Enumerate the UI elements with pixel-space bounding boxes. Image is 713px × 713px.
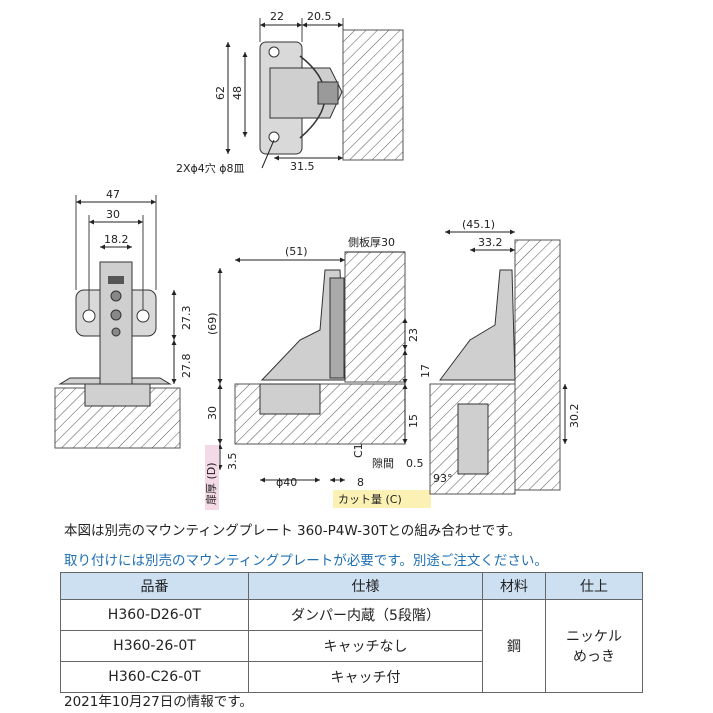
cabinet-wall-hatch: [342, 29, 404, 161]
dim-side-c1: C1: [352, 443, 365, 458]
side-panel-hatch: [514, 239, 561, 491]
dim-front-w3: 18.2: [104, 233, 129, 246]
combination-note: 本図は別売のマウンティングプレート 360-P4W-30Tとの組み合わせです。: [64, 523, 521, 539]
dim-top-h1: 62: [214, 86, 227, 100]
spec-cell: ダンパー内蔵（5段階）: [248, 599, 483, 631]
finish-cell: ニッケル めっき: [545, 599, 643, 693]
side-panel-hatch: [344, 251, 406, 383]
hinge-arm-closed: [260, 269, 346, 381]
dim-side-3-5: 3.5: [226, 453, 239, 471]
dim-open-h1: 30.2: [568, 404, 581, 429]
mounting-plate-notice: 取り付けには別売のマウンティングプレートが必要です。別途ご注文ください。: [64, 553, 548, 569]
finish-line-2: めっき: [573, 649, 615, 665]
screw-hole: [268, 46, 280, 58]
header-spec: 仕様: [248, 572, 483, 600]
side-view-open: (45.1) 33.2 30.2 93°: [429, 218, 581, 495]
dim-front-w1: 47: [106, 188, 120, 201]
dim-top-w2: 20.5: [307, 10, 332, 23]
dim-side-height: (69): [206, 312, 219, 335]
dim-phi40: ϕ40: [276, 476, 297, 489]
dim-side-23: 23: [407, 328, 420, 342]
dim-front-h1: 27.3: [180, 306, 193, 331]
part-number-cell: H360-C26-0T: [60, 661, 249, 693]
table-row: H360-C26-0T キャッチ付: [60, 661, 643, 693]
gap-label: 隙間: [372, 456, 394, 470]
hinge-cup: [259, 383, 321, 415]
top-view: 22 20.5 62 48 31.5 2Xϕ4穴 ϕ8皿: [176, 10, 404, 175]
technical-drawing: 22 20.5 62 48 31.5 2Xϕ4穴 ϕ8皿 47 30 18.2: [54, 10, 581, 510]
dim-front-h2: 27.8: [180, 354, 193, 379]
mount-plate-side: [329, 277, 345, 379]
header-part-number: 品番: [60, 572, 249, 600]
table-row: H360-D26-0T ダンパー内蔵（5段階） 鋼 ニッケル めっき: [60, 599, 643, 693]
info-date-footnote: 2021年10月27日の情報です。: [64, 694, 253, 710]
hinge-arm-open: [439, 269, 516, 381]
gap-value: 0.5: [406, 457, 424, 470]
spec-cell: キャッチ付: [248, 661, 483, 693]
side-thickness-label: 側板厚30: [348, 235, 395, 249]
door-hatch: [54, 387, 181, 449]
holes-note: 2Xϕ4穴 ϕ8皿: [176, 161, 245, 175]
screw-hole: [268, 131, 280, 143]
hinge-cup-open: [457, 403, 489, 475]
dim-open-w1: (45.1): [462, 218, 495, 231]
door-thickness-label: 扉厚 (D): [205, 462, 218, 505]
screw-hole: [82, 309, 96, 323]
dim-side-8: 8: [357, 476, 364, 489]
adjust-screw: [110, 290, 122, 302]
dim-side-15: 15: [407, 414, 420, 428]
cut-amount-tag: [333, 490, 431, 508]
adjust-screw: [111, 327, 121, 337]
dim-open-w2: 33.2: [478, 236, 503, 249]
open-angle: 93°: [433, 472, 453, 485]
spec-cell: キャッチなし: [248, 630, 483, 662]
hinge-arm-end: [317, 81, 339, 105]
adjust-screw: [110, 309, 122, 321]
table-row: H360-26-0T キャッチなし: [60, 630, 643, 662]
dim-top-d1: 31.5: [290, 160, 315, 173]
dim-side-17: 17: [419, 364, 432, 378]
table-header-row: 品番 仕様 材料 仕上: [60, 572, 643, 600]
spec-table: 品番 仕様 材料 仕上 H360-D26-0T ダンパー内蔵（5段階） 鋼 ニッ…: [60, 572, 643, 693]
dim-side-width: (51): [285, 245, 308, 258]
part-number-cell: H360-D26-0T: [60, 599, 249, 631]
dim-front-w2: 30: [106, 208, 120, 221]
material-cell: 鋼: [482, 599, 546, 693]
side-view-closed: (51) 側板厚30 (69) 23 17 15 30 3.5 C1 隙間 0.…: [205, 235, 432, 510]
finish-line-1: ニッケル: [566, 629, 622, 645]
cut-amount-label: カット量 (C): [338, 493, 402, 506]
header-material: 材料: [482, 572, 546, 600]
dim-top-w1: 22: [270, 10, 284, 23]
part-number-cell: H360-26-0T: [60, 630, 249, 662]
dim-side-30: 30: [206, 406, 219, 420]
dim-top-h2: 48: [231, 86, 244, 100]
header-finish: 仕上: [545, 572, 643, 600]
door-thickness-tag: [205, 445, 219, 510]
cup-recess: [84, 383, 151, 407]
screw-hole: [136, 309, 150, 323]
front-view: 47 30 18.2 27.3 27.8: [54, 188, 193, 449]
adjust-screw: [108, 276, 124, 284]
